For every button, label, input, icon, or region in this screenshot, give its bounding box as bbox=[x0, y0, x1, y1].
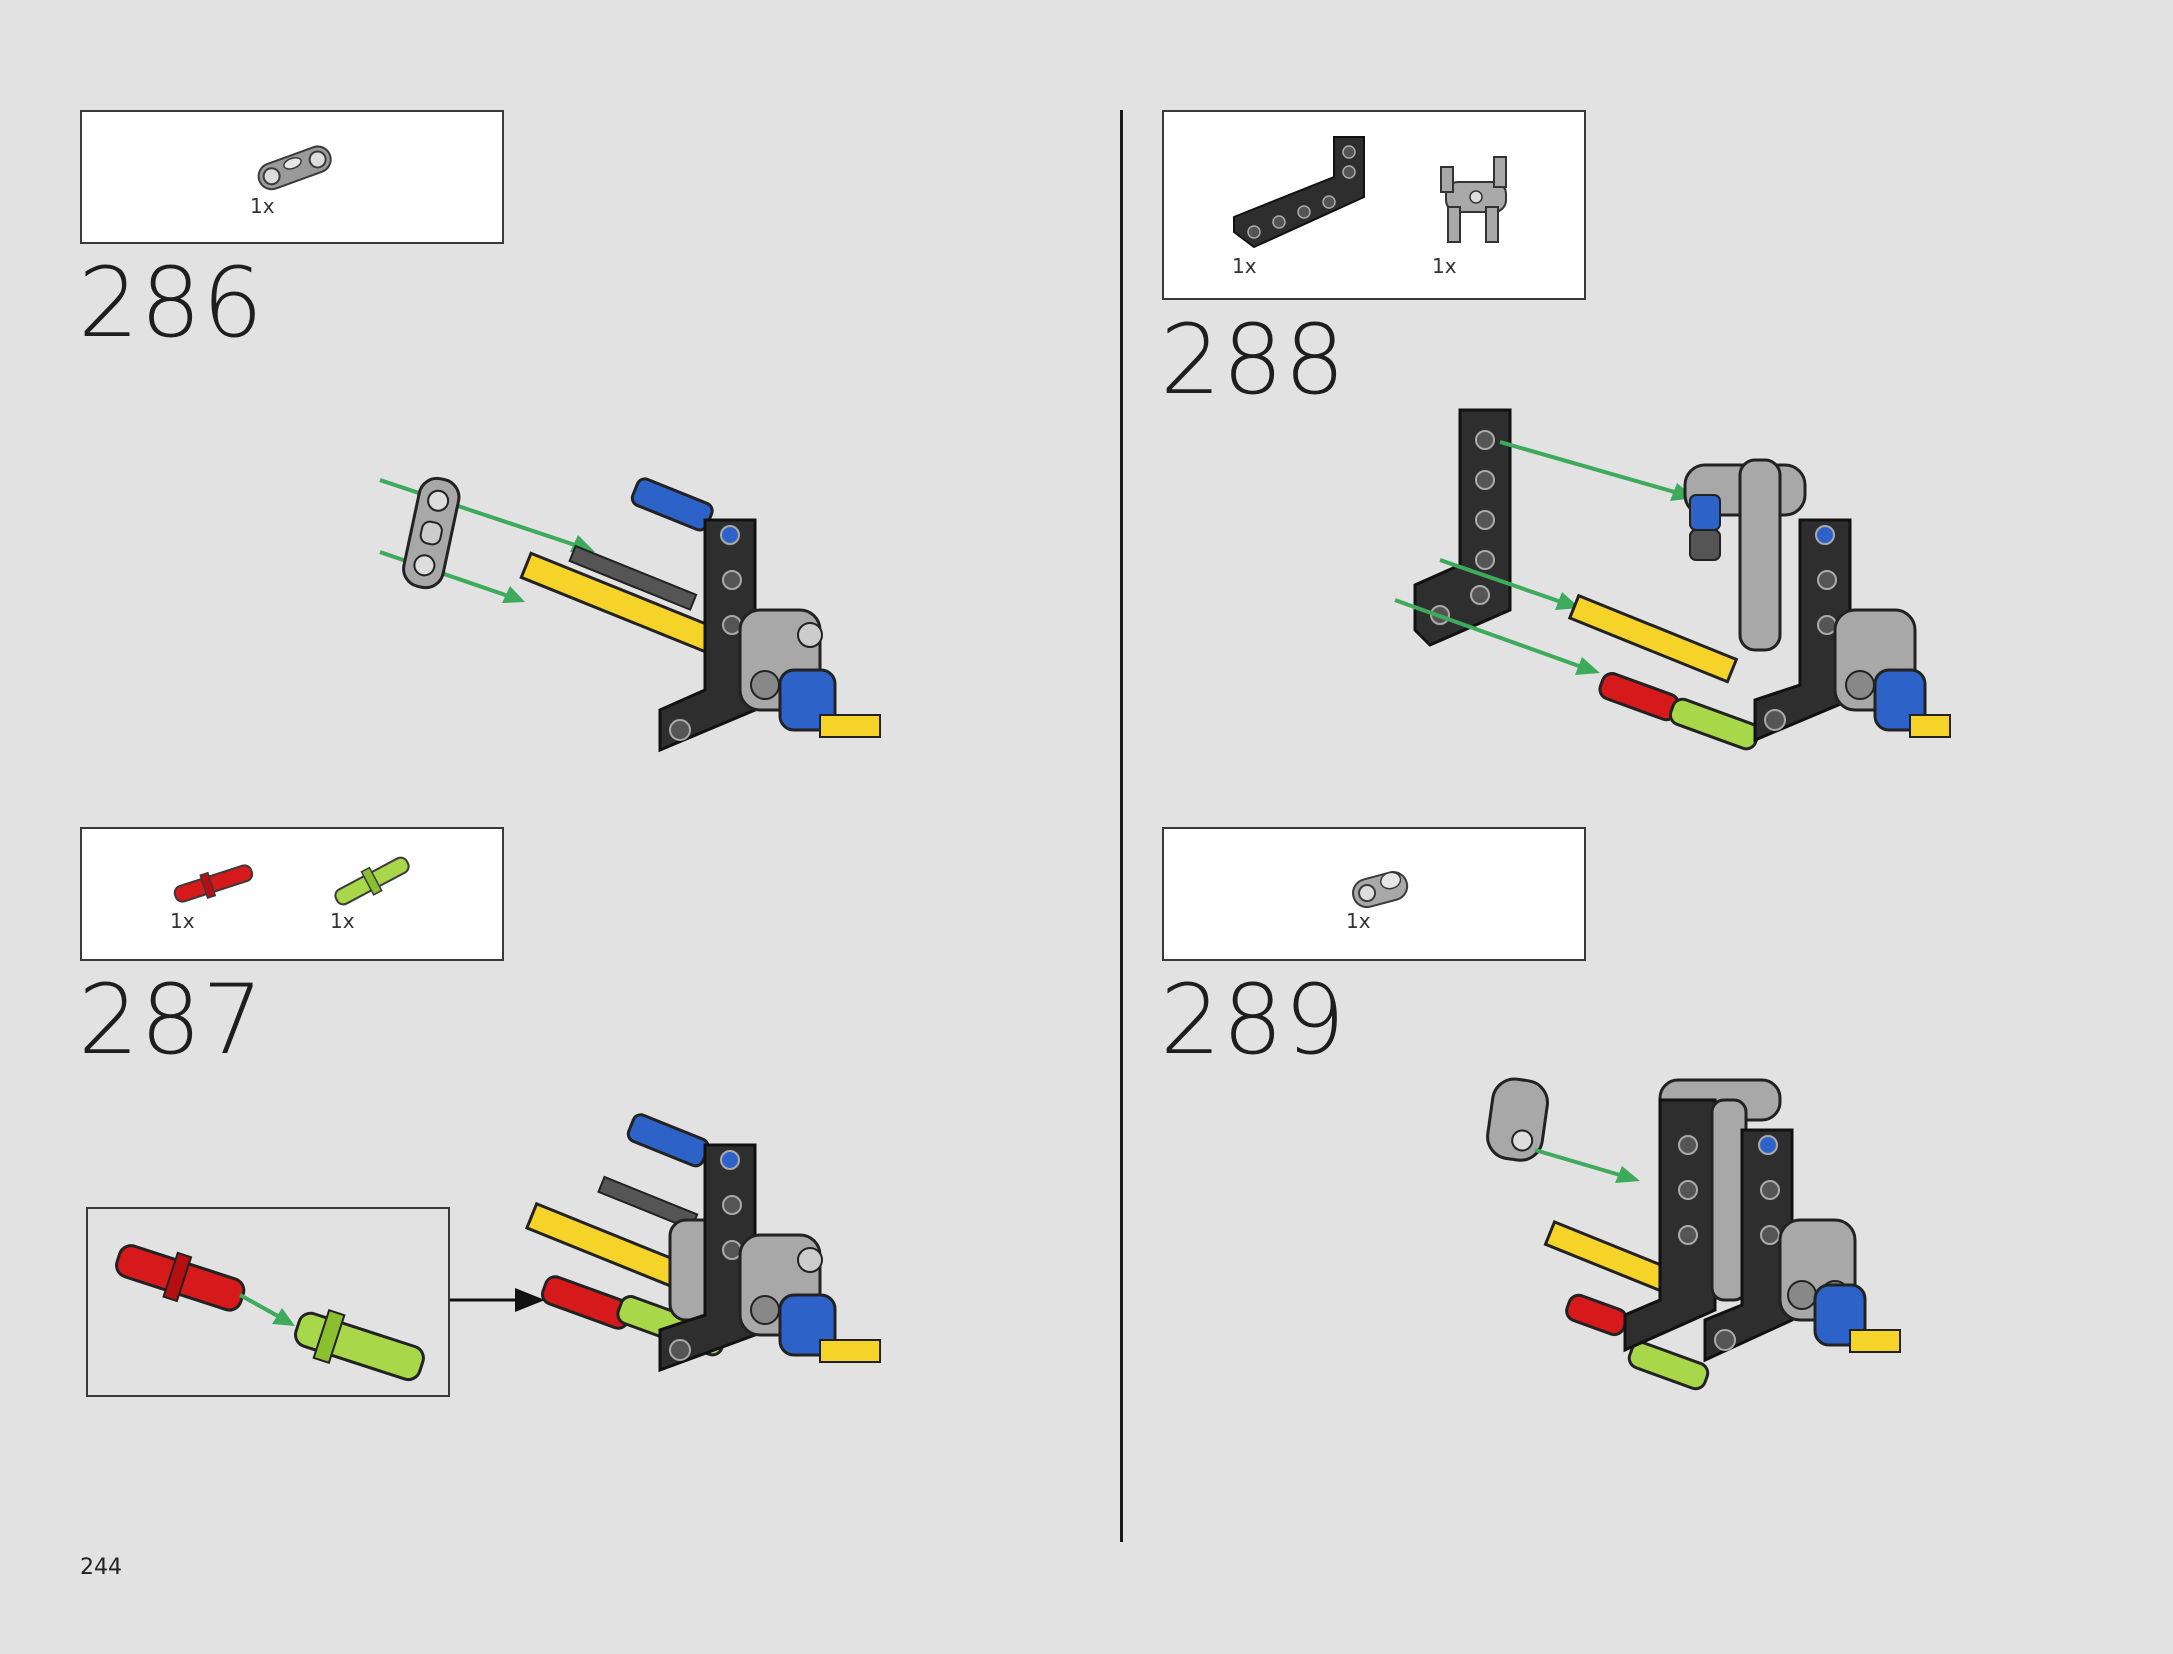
step-number-286: 286 bbox=[78, 247, 265, 359]
sub-assembly-callout-287 bbox=[86, 1207, 450, 1397]
part-icon-black-L-beam bbox=[1233, 136, 1365, 249]
parts-list-289: 1x bbox=[1162, 827, 1586, 961]
page-number: 244 bbox=[80, 1555, 122, 1580]
qty-label: 1x bbox=[1232, 254, 1257, 278]
step-number-287: 287 bbox=[78, 964, 265, 1076]
parts-list-286: 1x bbox=[80, 110, 504, 244]
assembly-289 bbox=[1486, 1077, 1901, 1391]
qty-label: 1x bbox=[250, 194, 275, 218]
step-number-288: 288 bbox=[1160, 304, 1347, 416]
part-icon-lime-pin bbox=[334, 856, 410, 906]
part-icon-pin-connector bbox=[257, 145, 332, 191]
page-divider bbox=[1120, 110, 1123, 1542]
assembly-286 bbox=[379, 476, 881, 753]
parts-list-287: 1x 1x bbox=[80, 827, 504, 961]
qty-label: 1x bbox=[330, 909, 355, 933]
assembly-287 bbox=[524, 1113, 881, 1373]
callout-arrow bbox=[450, 1288, 545, 1312]
part-icon-red-axle-pin bbox=[173, 864, 254, 903]
qty-label: 1x bbox=[1432, 254, 1457, 278]
parts-list-288: 1x 1x bbox=[1162, 110, 1586, 300]
part-icon-pin-connector-single bbox=[1352, 871, 1409, 909]
qty-label: 1x bbox=[1346, 909, 1371, 933]
sub-assembly-287-parts bbox=[115, 1244, 425, 1382]
step-number-289: 289 bbox=[1160, 964, 1347, 1076]
qty-label: 1x bbox=[170, 909, 195, 933]
assembly-288 bbox=[1394, 408, 1951, 751]
part-icon-cross-connector bbox=[1440, 156, 1507, 243]
